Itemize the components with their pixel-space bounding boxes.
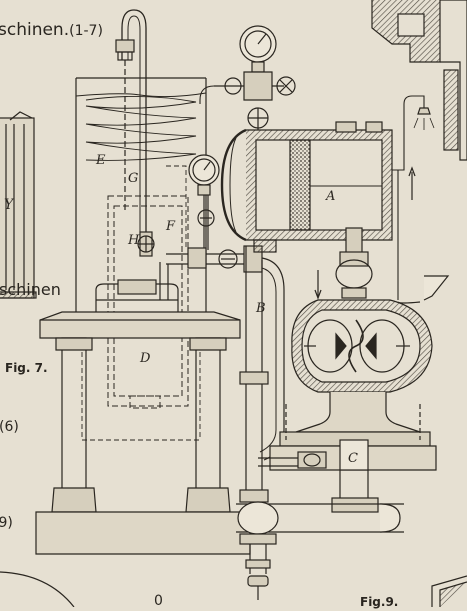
left-note-9: .9) [0, 515, 13, 531]
label-b: B [256, 301, 266, 316]
bottom-right-fragment [431, 575, 467, 607]
figure-caption: Fig. 7. [5, 361, 48, 375]
label-c: C [348, 451, 358, 466]
inner-vessel-d [107, 195, 189, 409]
label-h: H [128, 233, 140, 248]
label-g: G [128, 171, 139, 186]
bottom-left-arc [0, 571, 75, 608]
main-gauge [199, 25, 296, 130]
tank [75, 77, 207, 441]
label-f: F [166, 219, 176, 234]
valve-h [137, 231, 155, 257]
header-title-range: (1-7) [69, 23, 103, 39]
top-right-fragment-casting [371, 0, 467, 161]
suction-valve [314, 251, 450, 304]
bottom-pipe-valve [236, 501, 404, 600]
label-d: D [140, 351, 151, 366]
outlet-pipe [392, 95, 435, 300]
rotary-pump [291, 299, 433, 393]
label-a: A [326, 189, 336, 204]
pump-stand [258, 392, 437, 513]
left-caption-fragment: schinen [0, 280, 61, 299]
header-title: schinen.(1-7) [0, 22, 103, 39]
table [35, 279, 251, 555]
left-fragment-vessel [0, 111, 37, 299]
left-label-y: Y [4, 197, 14, 213]
compressor-cylinder-a [220, 121, 393, 255]
pipe-g [115, 9, 147, 240]
header-title-fragment: schinen. [0, 20, 70, 40]
left-note-6: (6) [0, 419, 19, 435]
gauge-f [188, 154, 220, 250]
bottom-fragment-right: Fig.9. [360, 595, 399, 609]
label-e: E [96, 153, 106, 168]
pipe-f-dashed [166, 165, 187, 250]
pipe-b [239, 246, 285, 503]
pipe-f-to-b [159, 245, 263, 300]
bottom-fragment-mid: 0 [154, 593, 163, 609]
